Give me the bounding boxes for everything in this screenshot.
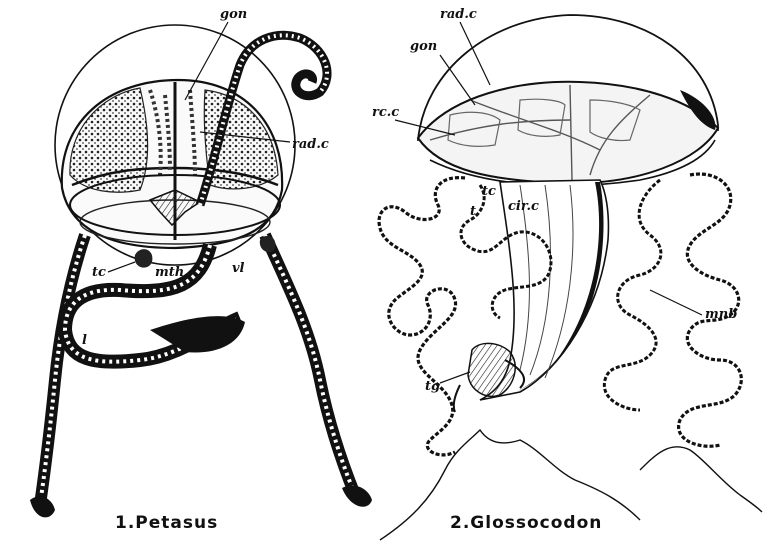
glossocodon-lower-outline [640, 447, 762, 512]
pointer-line [440, 55, 475, 105]
pointer-line [440, 372, 470, 383]
glossocodon-tentacle-right-2 [604, 180, 661, 410]
figure-glossocodon: rad.c gon rc.c tc t cir.c mnb tg 2.Gloss… [372, 7, 762, 540]
label-gon: gon [410, 39, 437, 54]
label-mth: mth [155, 265, 184, 280]
label-rc-c: rc.c [372, 105, 399, 120]
label-tc: tc [92, 265, 106, 280]
label-vl: vl [232, 261, 245, 276]
label-tg: tg [425, 379, 440, 394]
glossocodon-subumbrella [418, 82, 718, 183]
label-t: t [470, 204, 476, 219]
petasus-tentacle-brush [150, 316, 245, 352]
glossocodon-tentacle-left [379, 178, 465, 455]
petasus-tentacle-right [265, 235, 355, 495]
figure-petasus: gon rad.c tc mth vl l 1.Petasus [30, 7, 372, 533]
label-mnb: mnb [705, 307, 737, 322]
label-l: l [82, 333, 87, 348]
petasus-tentacle-bulb [260, 236, 276, 252]
petasus-tentacle-tip-right [342, 486, 372, 507]
caption-petasus: 1.Petasus [115, 513, 218, 533]
pointer-line [108, 262, 135, 272]
petasus-tentacle-tip-left [30, 496, 55, 517]
label-tc: tc [482, 184, 496, 199]
label-gon: gon [220, 7, 247, 22]
petasus-tentacle-bulb [135, 249, 153, 267]
glossocodon-mouth [468, 343, 515, 396]
label-rad-c: rad.c [292, 137, 329, 152]
pointer-line [650, 290, 702, 315]
caption-glossocodon: 2.Glossocodon [450, 513, 602, 533]
label-rad-c: rad.c [440, 7, 477, 22]
label-cir-c: cir.c [508, 199, 539, 214]
